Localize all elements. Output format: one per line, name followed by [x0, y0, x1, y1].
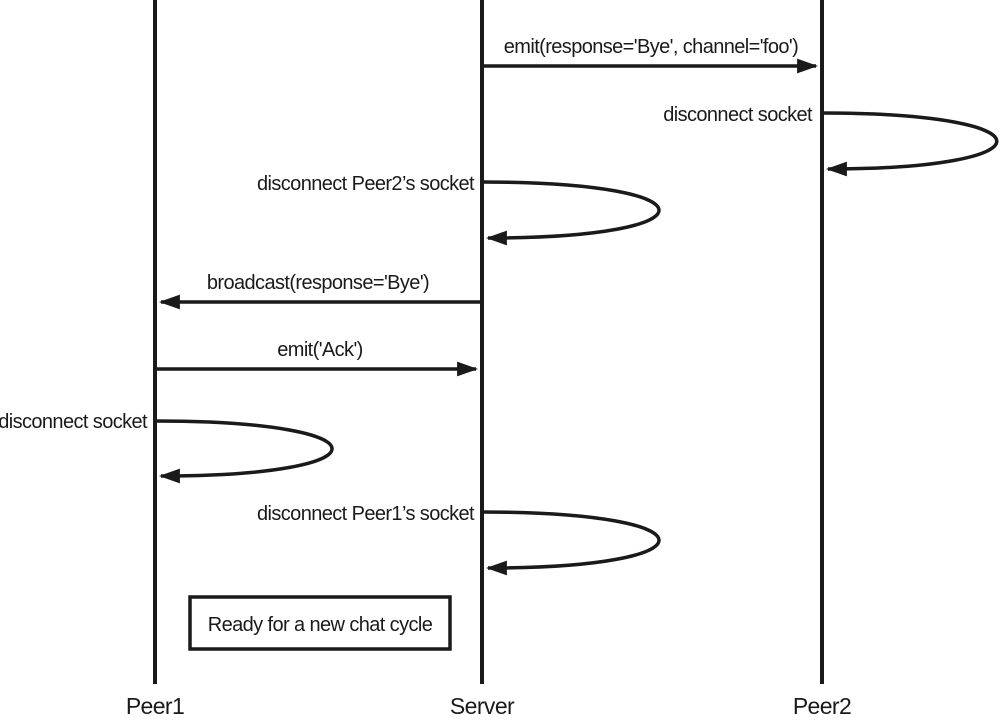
- message-label-disconnect-peer1-socket: disconnect Peer1’s socket: [257, 503, 475, 525]
- message-disconnect-peer1-socket: disconnect Peer1’s socket: [257, 503, 661, 576]
- note-label: Ready for a new chat cycle: [208, 614, 433, 636]
- message-label-disconnect-peer2-socket: disconnect Peer2’s socket: [257, 173, 475, 195]
- actor-label-server: Server: [450, 693, 515, 719]
- message-broadcast-bye: broadcast(response='Bye'): [158, 272, 482, 310]
- message-disconnect-socket-peer1: disconnect socket: [0, 411, 334, 484]
- message-label-emit-ack: emit('Ack'): [277, 339, 362, 361]
- message-emit-ack: emit('Ack'): [155, 339, 479, 377]
- message-selfloop-server-1: [481, 180, 661, 246]
- message-label-broadcast-bye: broadcast(response='Bye'): [207, 272, 429, 294]
- actor-label-peer1: Peer1: [126, 693, 184, 719]
- message-label-emit-bye-foo: emit(response='Bye', channel='foo'): [504, 36, 798, 58]
- message-label-disconnect-socket-peer1: disconnect socket: [0, 411, 148, 433]
- note-box: [188, 595, 452, 651]
- message-emit-bye-foo: emit(response='Bye', channel='foo'): [482, 36, 819, 74]
- message-disconnect-peer2-socket: disconnect Peer2’s socket: [257, 173, 661, 246]
- note-ready-for-new-chat-cycle: Ready for a new chat cycle: [188, 595, 452, 651]
- actor-label-peer2: Peer2: [793, 693, 851, 719]
- message-selfloop-server-2: [481, 510, 661, 576]
- message-selfloop-peer2: [821, 111, 999, 177]
- message-disconnect-socket-peer2: disconnect socket: [663, 104, 999, 177]
- message-selfloop-peer1: [154, 419, 334, 484]
- message-label-disconnect-socket-peer2: disconnect socket: [663, 104, 813, 126]
